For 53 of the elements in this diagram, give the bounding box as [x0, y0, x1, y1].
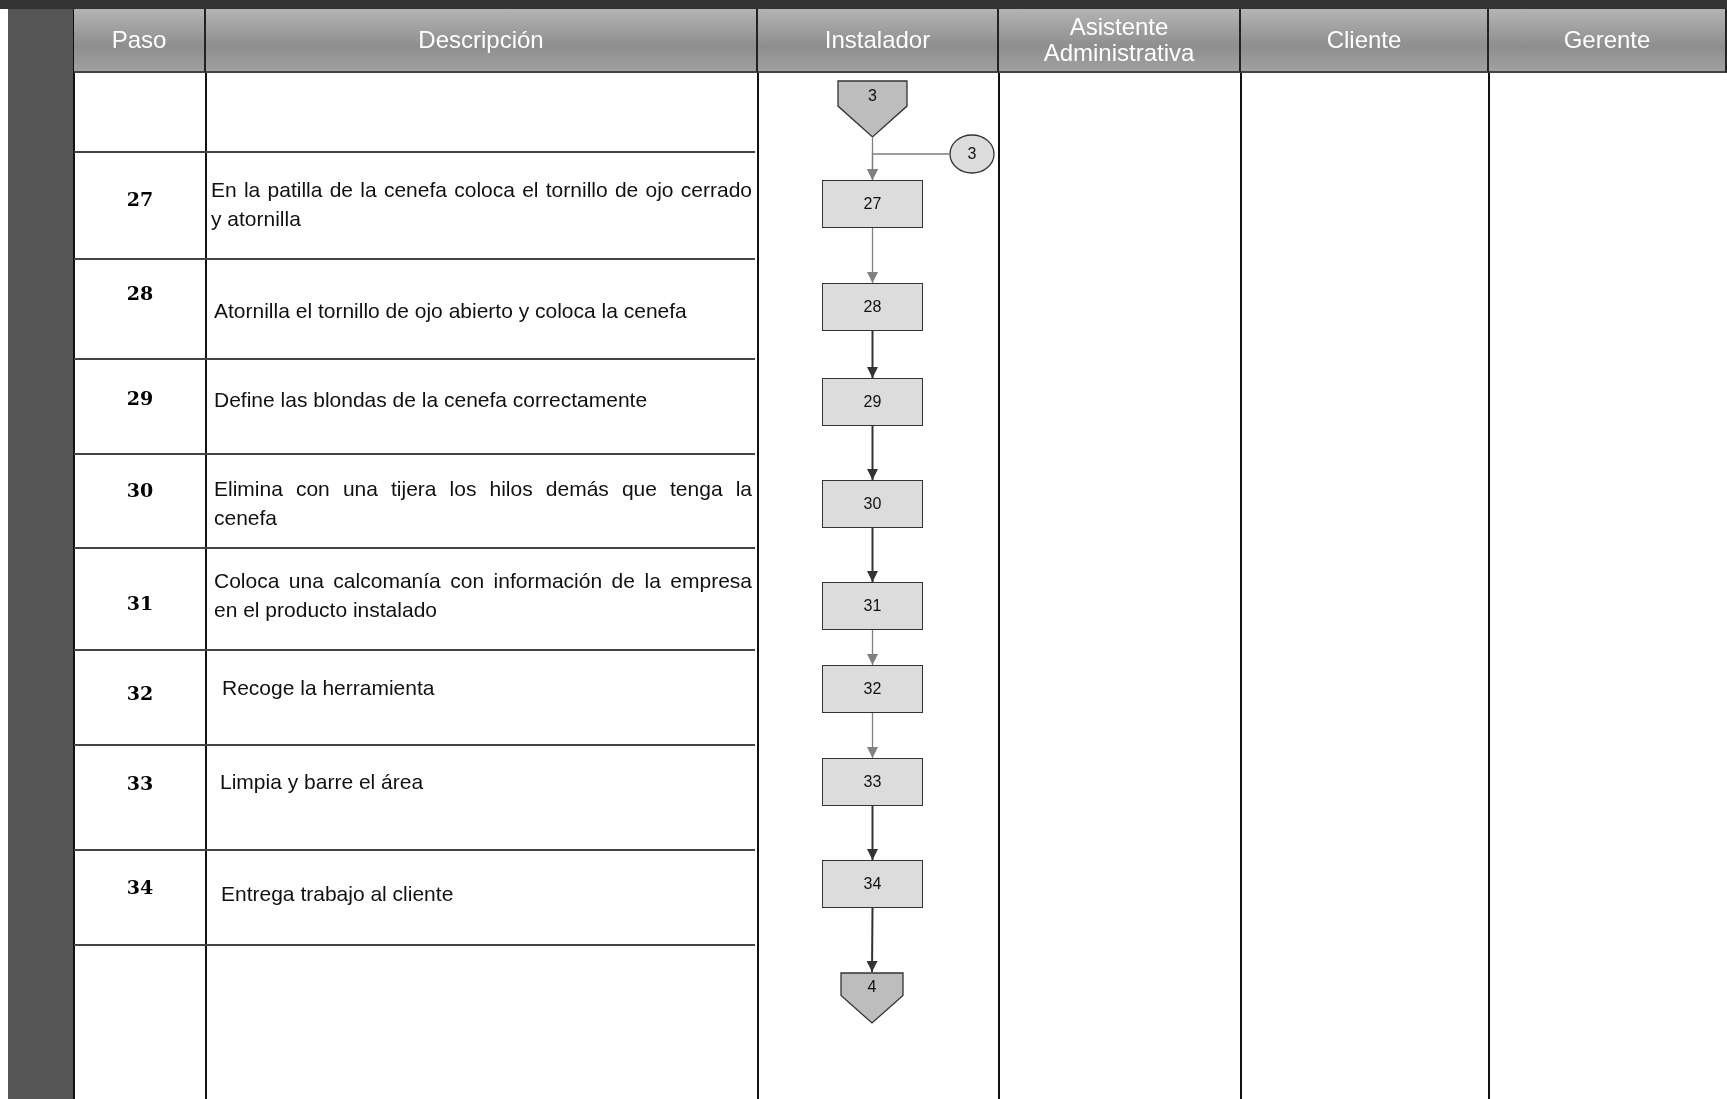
process-box — [822, 378, 923, 426]
process-box — [822, 180, 923, 228]
step-number-cell-text: 34 — [125, 876, 155, 898]
step-number: 27 — [863, 195, 882, 213]
step-number-cell-text: 33 — [125, 772, 155, 794]
process-box — [822, 480, 923, 528]
column-header: Cliente — [1241, 9, 1489, 73]
arrow — [867, 805, 878, 861]
step-description: Elimina con una tijera los hilos demás que tenga la cenefa — [214, 476, 752, 531]
step-description: Coloca una calcomanía con información de la empresa en el producto instalado — [214, 568, 752, 623]
step-number-cell-text: 28 — [125, 282, 155, 304]
column-header: Instalador — [758, 9, 999, 73]
step-number-cell-text: 30 — [125, 479, 155, 501]
step-description: Limpia y barre el área — [220, 769, 425, 795]
arrow — [867, 527, 878, 583]
arrow — [867, 153, 950, 181]
off-page-connector — [837, 80, 908, 138]
step-number: 29 — [863, 393, 882, 411]
connector-circle — [949, 134, 995, 174]
step-number: 3 — [967, 145, 977, 163]
process-box — [822, 582, 923, 630]
step-number: 3 — [868, 86, 877, 105]
column-header: Paso — [74, 9, 206, 73]
arrow — [867, 330, 878, 379]
column-header: Gerente — [1489, 9, 1727, 73]
step-number: 34 — [863, 875, 882, 893]
step-number: 28 — [863, 298, 882, 316]
process-box — [822, 860, 923, 908]
step-description: Entrega trabajo al cliente — [221, 881, 455, 907]
process-box — [822, 665, 923, 713]
step-description: Define las blondas de la cenefa correctamente — [214, 387, 649, 413]
arrow — [867, 425, 878, 481]
step-number-cell-text: 31 — [125, 592, 155, 614]
step-description: Recoge la herramienta — [222, 675, 436, 701]
arrow — [866, 907, 878, 973]
step-number: 31 — [863, 597, 882, 615]
step-number-cell-text: 29 — [125, 387, 155, 409]
step-number-cell-text: 27 — [125, 188, 155, 210]
process-box — [822, 283, 923, 331]
step-description: Atornilla el tornillo de ojo abierto y coloca la cenefa — [214, 298, 688, 324]
off-page-connector — [840, 972, 904, 1024]
arrow — [867, 227, 878, 284]
step-description: En la patilla de la cenefa coloca el tornillo de ojo cerrado y atornilla — [211, 177, 752, 232]
column-header: Descripción — [206, 9, 758, 73]
step-number-cell-text: 32 — [125, 682, 155, 704]
step-number: 33 — [863, 773, 882, 791]
arrow — [867, 629, 878, 666]
step-number: 32 — [863, 680, 882, 698]
step-number: 30 — [863, 495, 882, 513]
column-header: Asistente Administrativa — [999, 9, 1241, 73]
step-number: 4 — [867, 978, 877, 997]
process-box — [822, 758, 923, 806]
arrow — [867, 712, 878, 759]
